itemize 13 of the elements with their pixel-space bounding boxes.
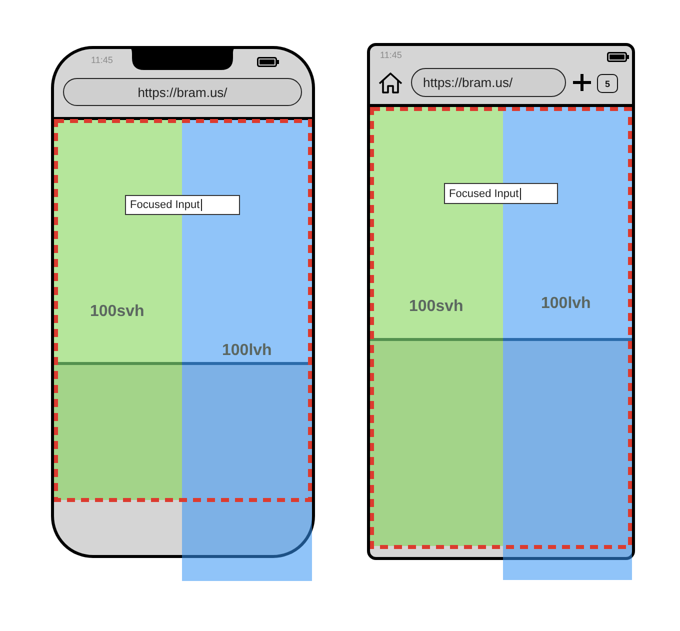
phone-frame <box>367 43 635 560</box>
phone-frame <box>51 46 315 558</box>
unit-label: 100lvh <box>541 294 591 314</box>
unit-label: 100svh <box>90 302 144 322</box>
address-bar: https://bram.us/ <box>63 78 302 106</box>
address-bar: https://bram.us/ <box>411 68 566 97</box>
tab-counter: 5 <box>597 74 618 93</box>
status-time: 11:45 <box>91 55 113 66</box>
status-time: 11:45 <box>380 50 402 61</box>
input-field: Focused Input <box>444 183 558 204</box>
unit-label: 100lvh <box>222 341 272 361</box>
input-field: Focused Input <box>125 195 240 215</box>
unit-label: 100svh <box>409 297 464 317</box>
